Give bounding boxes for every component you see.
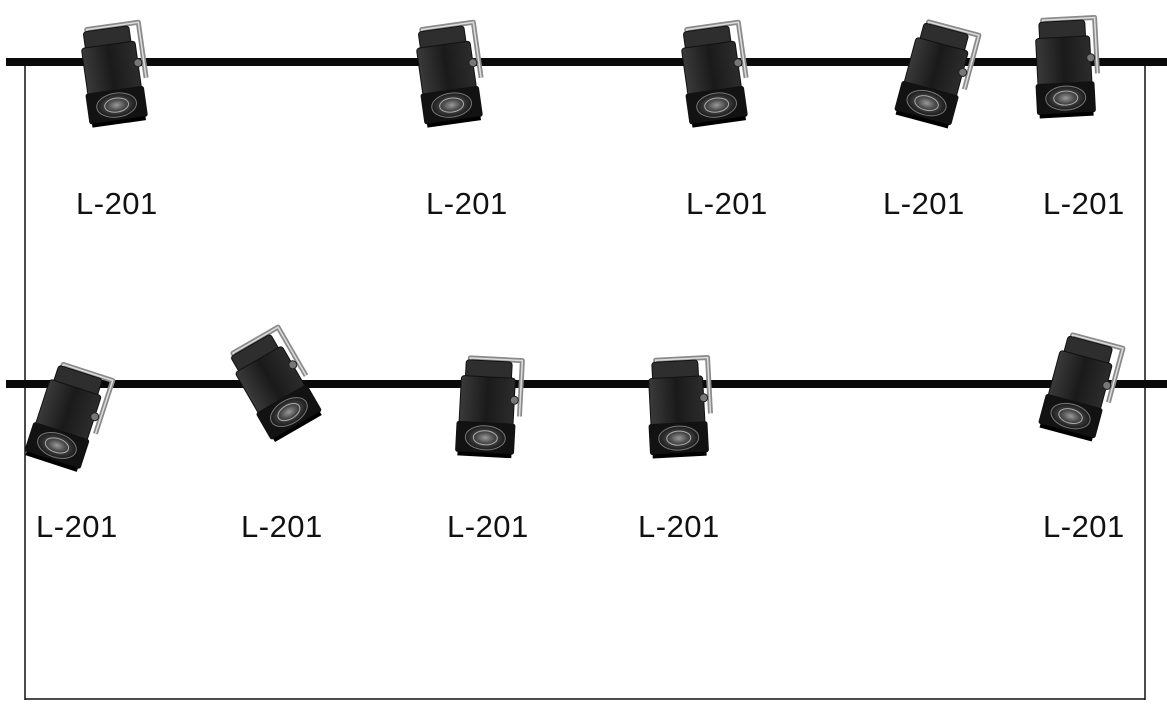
fixtures-layer: [24, 14, 1126, 472]
yoke-knob: [699, 393, 709, 403]
fixture-front-edge: [691, 116, 747, 128]
fresnel-lens: [906, 89, 947, 117]
lens-ring: [914, 95, 939, 112]
fresnel-fixture-icon: [1035, 14, 1100, 119]
lens-ring: [666, 430, 692, 446]
yoke-knob: [509, 395, 519, 405]
fixture-label-upper-2: L-201: [426, 186, 508, 221]
fresnel-fixture-icon: [416, 19, 484, 128]
fresnel-fixture-icon: [894, 19, 982, 129]
fixture-label-lower-1: L-201: [36, 509, 118, 544]
fixture-label-lower-3: L-201: [447, 509, 529, 544]
fresnel-lens: [464, 425, 506, 451]
fixture-label-upper-5: L-201: [1043, 186, 1125, 221]
fixture-front-edge: [273, 411, 322, 443]
yoke-knob: [468, 58, 478, 68]
fresnel-fixture-icon: [24, 361, 116, 472]
yoke-knob: [90, 412, 100, 422]
yoke-knob: [733, 58, 743, 68]
fixture-front-edge: [1039, 423, 1093, 442]
yoke-knob: [288, 360, 298, 370]
lens-ring: [472, 430, 498, 446]
fixture-front-edge: [652, 451, 707, 459]
fixture-label-upper-4: L-201: [883, 186, 965, 221]
fixture-front-edge: [895, 110, 949, 129]
lens-ring: [277, 403, 301, 422]
fresnel-fixture-icon: [81, 19, 149, 128]
fixture-front-edge: [1039, 111, 1094, 119]
lens-ring: [44, 437, 70, 454]
yoke-knob: [1086, 53, 1096, 63]
fixture-front-edge: [25, 451, 78, 472]
fixture-front-edge: [457, 451, 512, 459]
fresnel-fixture-icon: [1038, 332, 1126, 442]
yoke-knob: [958, 67, 968, 77]
fixture-label-lower-2: L-201: [241, 509, 323, 544]
fixture-body: [458, 375, 516, 427]
lens-ring: [104, 97, 130, 113]
fixture-body: [648, 375, 706, 427]
lens-ring: [1058, 408, 1083, 425]
fixture-body: [1035, 35, 1093, 87]
fixture-label-upper-1: L-201: [76, 186, 158, 221]
fresnel-lens: [96, 92, 137, 118]
fresnel-fixture-icon: [648, 354, 713, 459]
yoke-knob: [1102, 380, 1112, 390]
fresnel-lens: [1045, 85, 1087, 111]
fresnel-fixture-icon: [230, 324, 322, 443]
fresnel-lens: [1050, 402, 1091, 430]
fixture-label-lower-4: L-201: [638, 509, 720, 544]
fresnel-lens: [696, 92, 737, 118]
fresnel-fixture-icon: [681, 19, 749, 128]
fixture-front-edge: [91, 116, 147, 128]
lens-ring: [704, 97, 730, 113]
fixture-label-lower-5: L-201: [1043, 509, 1125, 544]
fixture-label-upper-3: L-201: [686, 186, 768, 221]
fresnel-lens: [658, 425, 700, 451]
lens-ring: [439, 97, 465, 113]
fixture-front-edge: [426, 116, 482, 128]
fresnel-lens: [431, 92, 472, 118]
yoke-knob: [133, 58, 143, 68]
lens-ring: [1053, 90, 1079, 106]
fresnel-fixture-icon: [455, 355, 525, 459]
